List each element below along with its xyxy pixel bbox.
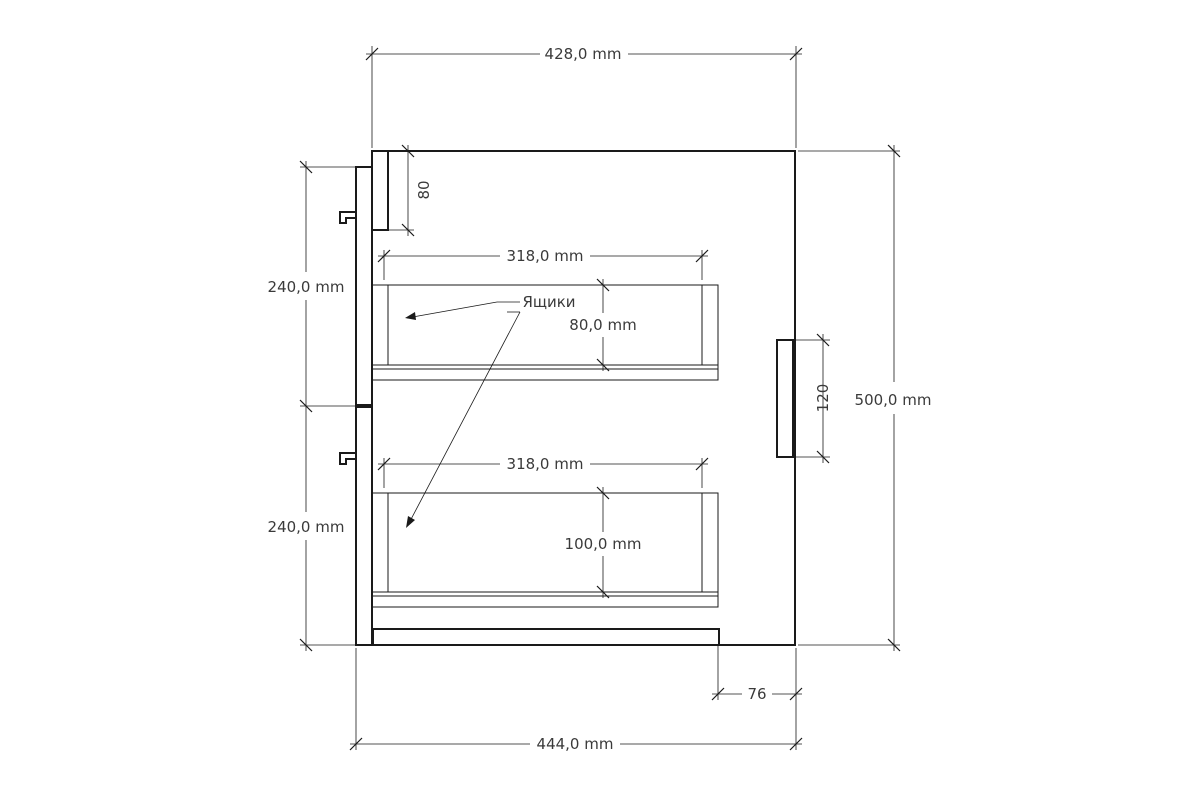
dim-height-label: 500,0 mm bbox=[855, 391, 932, 409]
dim-drawer1-width: 318,0 mm bbox=[377, 247, 709, 280]
drawer-box-upper bbox=[371, 284, 719, 381]
cabinet-body bbox=[371, 150, 796, 646]
dim-handle-label: 120 bbox=[814, 384, 832, 413]
dim-bottom-width: 444,0 mm bbox=[349, 648, 803, 753]
drawer-box-lower bbox=[371, 492, 719, 608]
dim-drawer2-width-label: 318,0 mm bbox=[507, 455, 584, 473]
dim-drawer1-height-label: 80,0 mm bbox=[569, 316, 636, 334]
front-handle-lower bbox=[339, 452, 357, 465]
drawer-front-lower bbox=[355, 406, 373, 646]
dim-top-rail: 80 bbox=[388, 144, 433, 237]
dim-drawer2-height-label: 100,0 mm bbox=[565, 535, 642, 553]
dim-drawer2-width: 318,0 mm bbox=[377, 455, 709, 488]
dim-drawer2-height: 100,0 mm bbox=[565, 486, 642, 599]
bottom-plinth bbox=[372, 628, 720, 646]
dim-top-width-label: 428,0 mm bbox=[545, 45, 622, 63]
dim-drawer-front-lower-label: 240,0 mm bbox=[268, 518, 345, 536]
dim-top-width: 428,0 mm bbox=[365, 45, 803, 148]
drawer-front-upper bbox=[355, 166, 373, 406]
front-handle-upper bbox=[339, 211, 357, 224]
dim-drawer1-height: 80,0 mm bbox=[569, 278, 637, 372]
drawers-annotation-label: Ящики bbox=[522, 293, 575, 311]
dim-drawer-fronts: 240,0 mm 240,0 mm bbox=[268, 160, 356, 652]
drawers-annotation: Ящики bbox=[405, 293, 576, 528]
dim-drawer-front-upper-label: 240,0 mm bbox=[268, 278, 345, 296]
top-rail bbox=[371, 150, 389, 231]
dim-handle: 120 bbox=[795, 333, 832, 464]
dim-height: 500,0 mm bbox=[798, 144, 932, 652]
dim-bottom-offset-label: 76 bbox=[747, 685, 766, 703]
dim-top-rail-label: 80 bbox=[415, 180, 433, 199]
dim-bottom-offset: 76 bbox=[711, 645, 803, 703]
dim-drawer1-width-label: 318,0 mm bbox=[507, 247, 584, 265]
dim-bottom-width-label: 444,0 mm bbox=[537, 735, 614, 753]
side-handle bbox=[776, 339, 794, 458]
